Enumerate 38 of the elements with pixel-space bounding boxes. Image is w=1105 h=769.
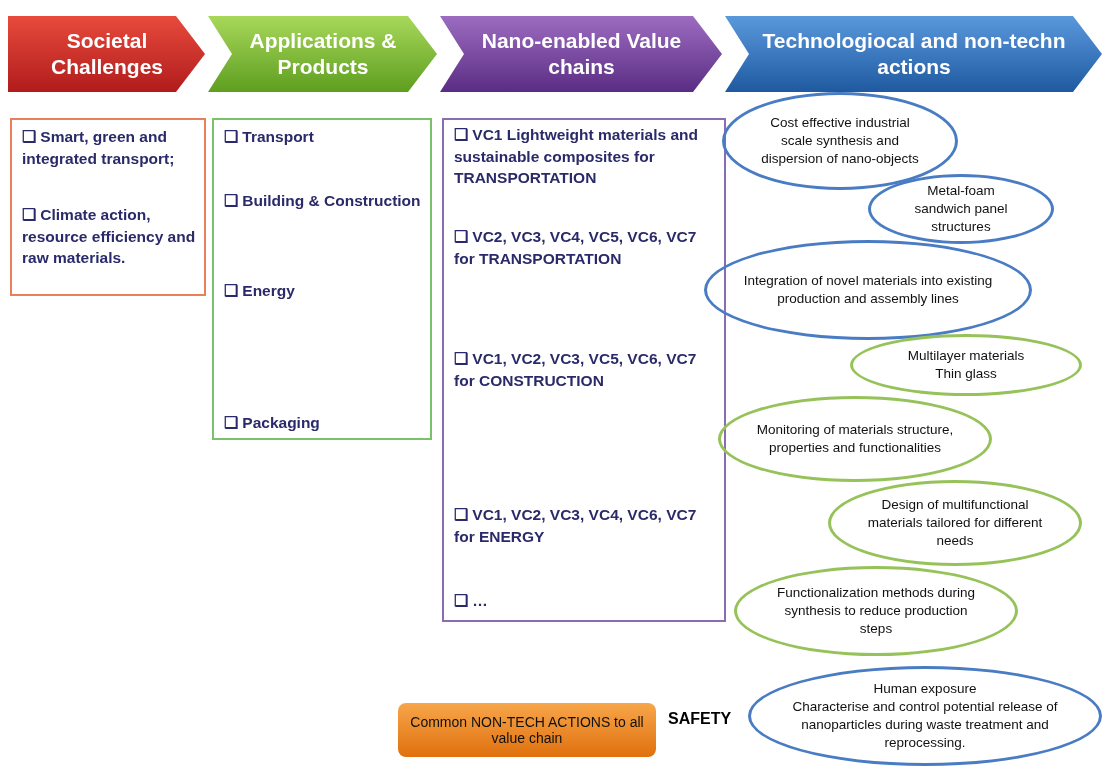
list-item: ❑ VC1 Lightweight materials and sustainable composites for TRANSPORTATION (454, 125, 699, 189)
header-text: Societal Challenges (49, 27, 164, 80)
list-item: ❑ Transport (224, 127, 315, 147)
ellipse-bubble (748, 666, 1102, 766)
ellipse-bubble (718, 396, 992, 482)
bubble-text: Human exposure (873, 679, 977, 698)
bubble-text: Characterise and control potential release of nanoparticles during waste treatment and reprocessing. (791, 697, 1059, 753)
list-item: ❑ Energy (224, 281, 296, 301)
side-label: SAFETY (668, 710, 732, 728)
header-text: Nano-enabled Value chains (480, 27, 683, 80)
bubble-text: Multilayer materials (907, 346, 1025, 365)
ellipse-bubble (828, 480, 1082, 566)
list-panel (212, 118, 432, 440)
list-item: ❑ Smart, green and integrated transport; (22, 127, 176, 169)
list-item: ❑ Climate action, resource efficiency and raw materials. (22, 205, 196, 269)
bubble-text: Cost effective industrial scale synthesis and dispersion of nano-objects (760, 113, 920, 169)
bubble-text: Functionalization methods during synthesis to reduce production steps (775, 583, 977, 639)
header-text: Applications & Products (248, 27, 398, 80)
header-text: Technologiocal and non-techn actions (761, 27, 1067, 80)
bubble-text: Design of multifunctional materials tailored for different needs (866, 495, 1044, 551)
bubble-text: Integration of novel materials into existing production and assembly lines (742, 271, 994, 308)
rounded-button-box (398, 703, 656, 757)
list-panel (10, 118, 206, 296)
ellipse-bubble (704, 240, 1032, 340)
bubble-text: Monitoring of materials structure, properties and functionalities (755, 420, 955, 457)
list-item: ❑ VC1, VC2, VC3, VC4, VC6, VC7 for ENERGY (454, 505, 698, 547)
list-item: ❑ Packaging (224, 413, 321, 433)
list-item: ❑ VC2, VC3, VC4, VC5, VC6, VC7 for TRANSPORTATION (454, 227, 698, 269)
bubble-text: Metal-foam sandwich panel structures (913, 181, 1009, 237)
list-item: ❑ VC1, VC2, VC3, VC5, VC6, VC7 for CONSTRUCTION (454, 349, 698, 391)
list-item: ❑ … (454, 591, 489, 611)
ellipse-bubble (850, 334, 1082, 396)
ellipse-bubble (734, 566, 1018, 656)
button-text: Common NON-TECH ACTIONS to all value chain (409, 714, 645, 746)
ellipse-bubble (868, 174, 1054, 244)
bubble-text: Thin glass (935, 365, 997, 383)
list-panel (442, 118, 726, 622)
list-item: ❑ Building & Construction (224, 191, 422, 211)
